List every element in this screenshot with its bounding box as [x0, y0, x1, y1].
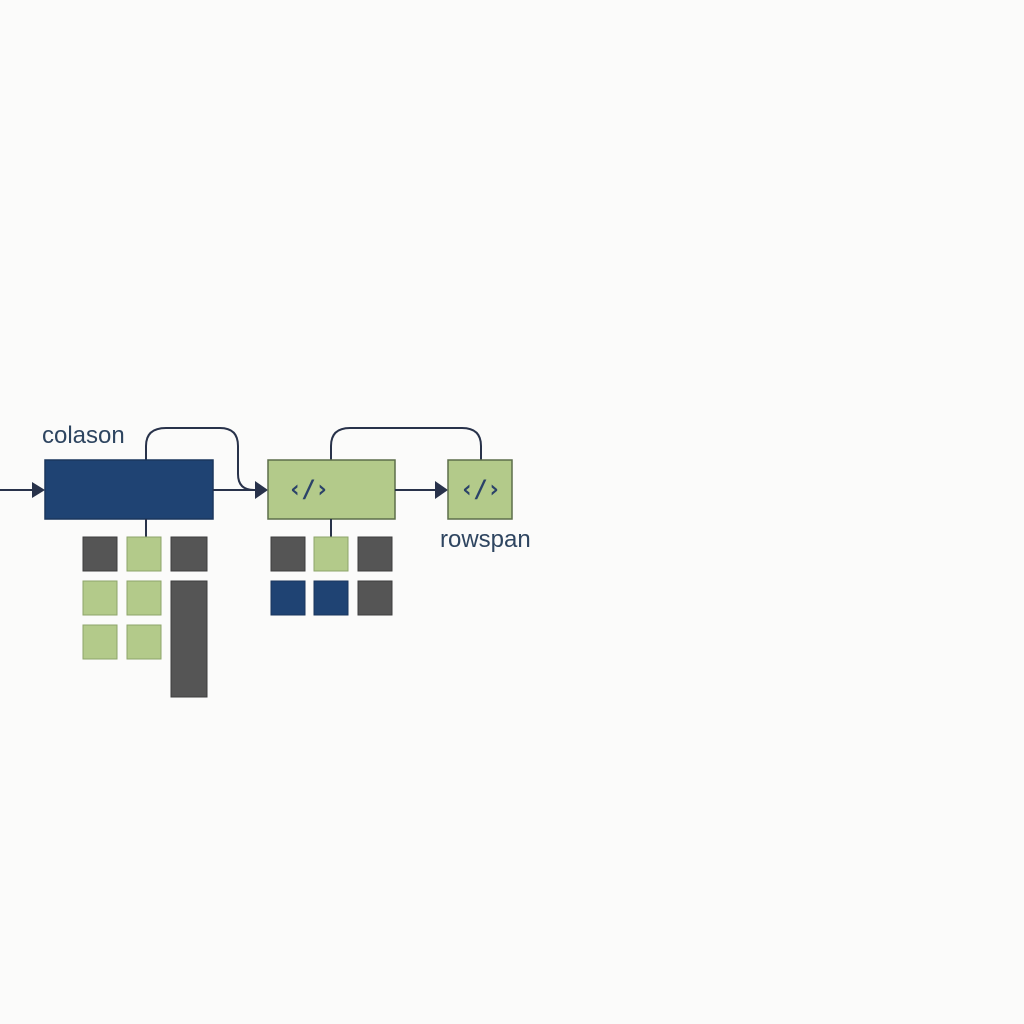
grid-cell — [313, 580, 349, 616]
code-node-1 — [267, 459, 396, 520]
incoming-arrowhead-icon — [32, 482, 45, 498]
arrowhead-icon — [255, 481, 268, 499]
rowspan-grid — [270, 536, 393, 616]
colspan-grid — [82, 536, 208, 698]
grid-cell-tall — [170, 580, 208, 698]
grid-cell — [313, 536, 349, 572]
grid-cell — [126, 536, 162, 572]
code-brackets-icon: ‹/› — [459, 475, 501, 503]
grid-cell — [270, 580, 306, 616]
grid-cell — [357, 580, 393, 616]
grid-cell — [357, 536, 393, 572]
colspan-label: colason — [42, 422, 125, 449]
grid-cell — [126, 580, 162, 616]
rowspan-loop-connector — [330, 427, 482, 460]
grid-cell — [270, 536, 306, 572]
code-node-2 — [447, 459, 513, 520]
grid-cell — [126, 624, 162, 660]
arrowhead-icon — [435, 481, 448, 499]
code-brackets-icon: ‹/› — [287, 475, 329, 503]
grid-cell — [82, 536, 118, 572]
grid-cell — [170, 536, 208, 572]
rowspan-label: rowspan — [440, 526, 531, 553]
colspan-loop-connector — [145, 427, 255, 491]
grid-cell — [82, 624, 118, 660]
grid-cell — [82, 580, 118, 616]
colspan-node — [44, 459, 214, 520]
